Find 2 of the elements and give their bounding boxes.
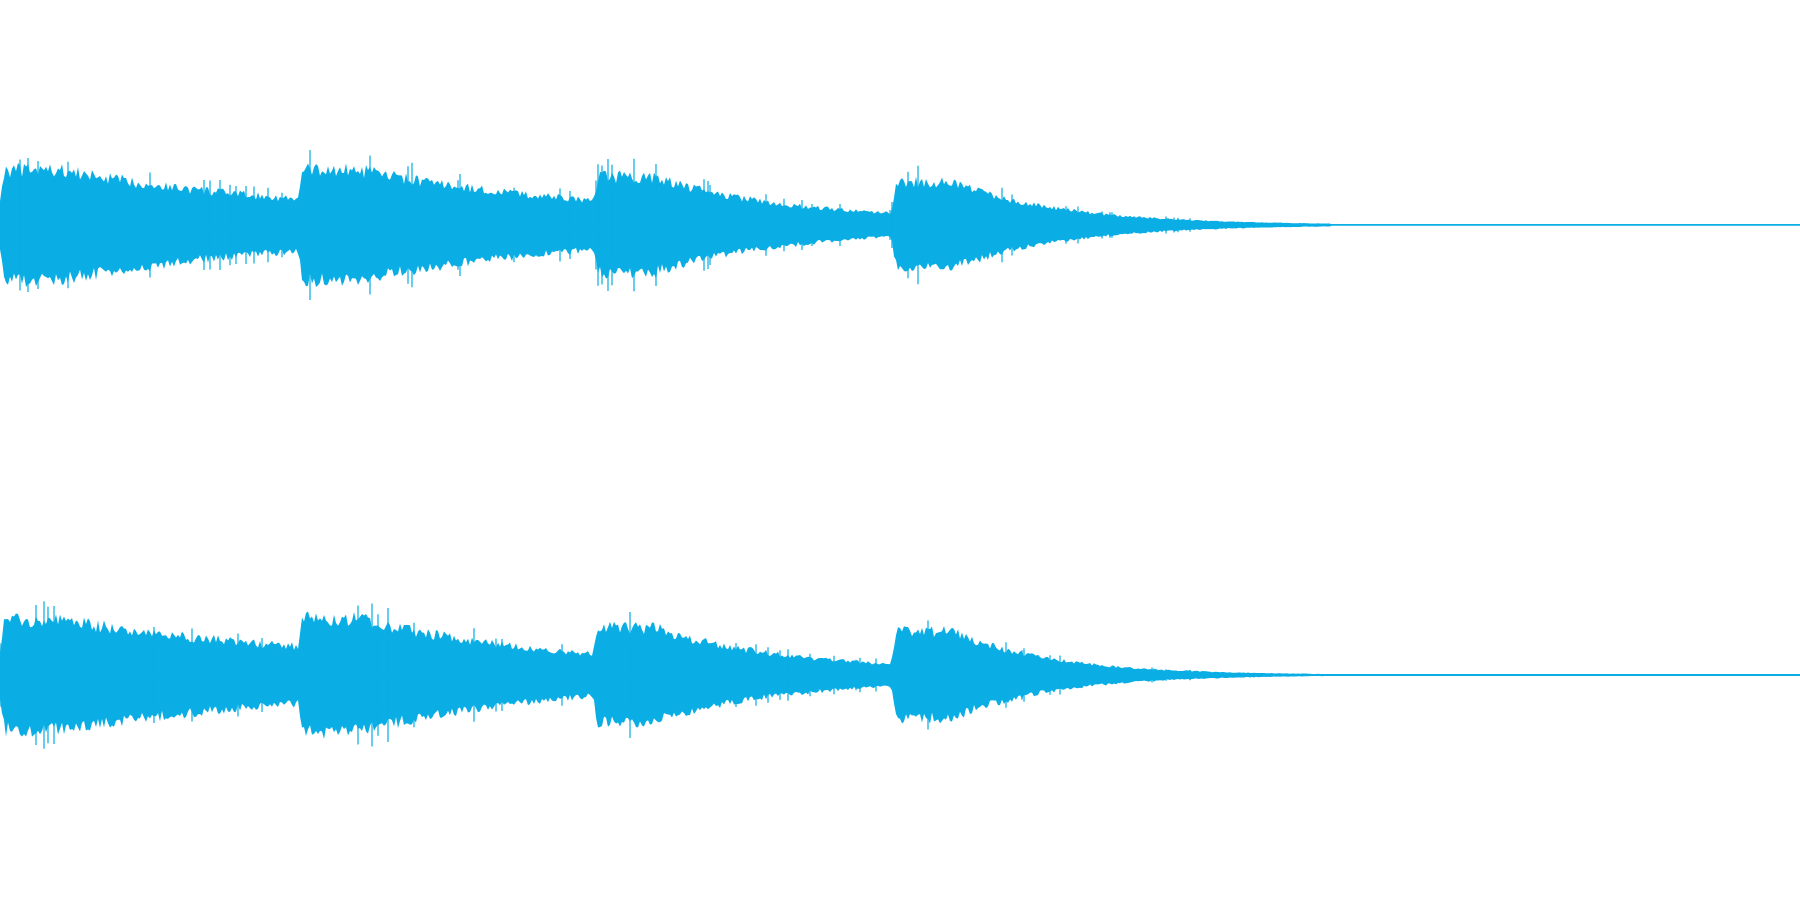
waveform-drawing xyxy=(0,149,1800,301)
waveform-drawing xyxy=(0,600,1800,750)
